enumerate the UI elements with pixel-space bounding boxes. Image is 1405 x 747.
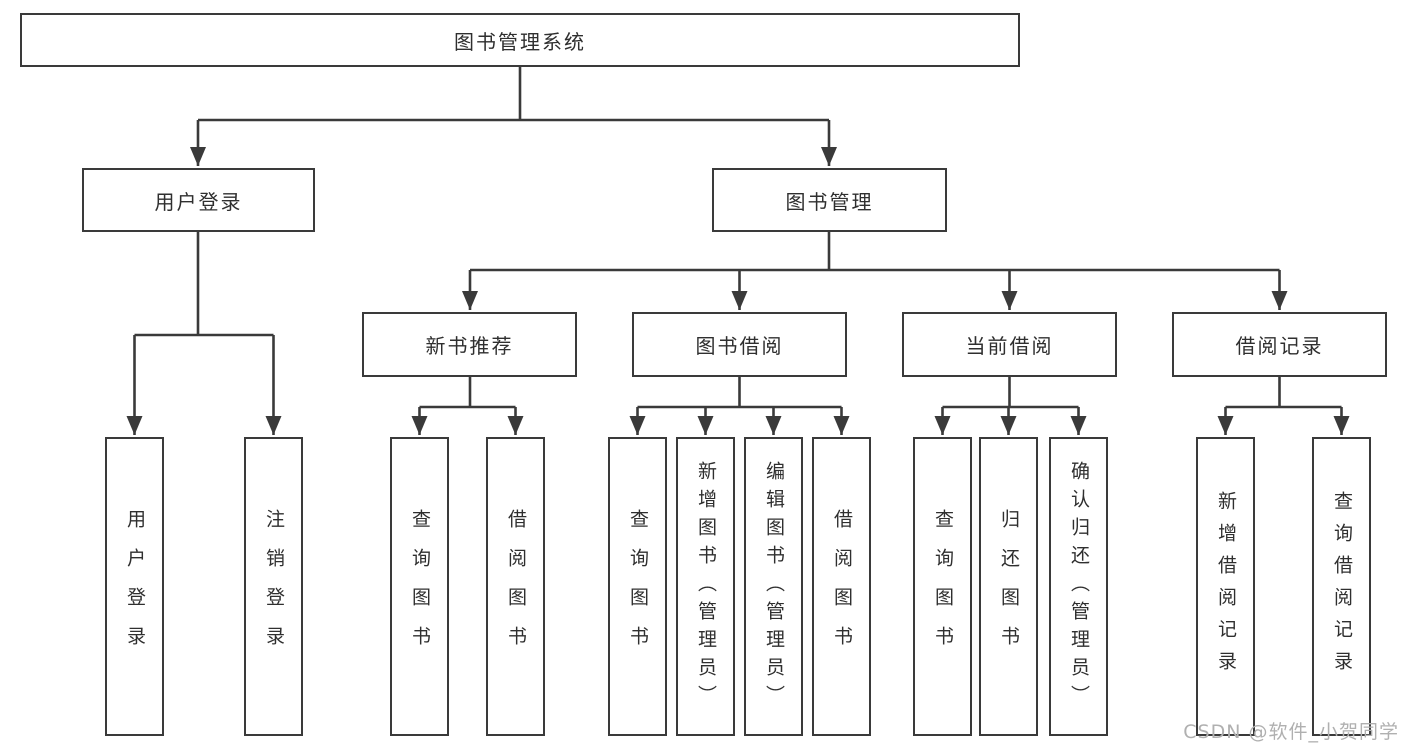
node-current-borrow-label: 当前借阅 (965, 334, 1054, 358)
node-user-login: 用户登录 (82, 168, 315, 232)
leaf-borrow-books-label: 借阅图书 (831, 508, 853, 665)
leaf-query-borrow-record-label: 查询借阅记录 (1331, 490, 1353, 683)
node-book-borrow-label: 图书借阅 (695, 334, 784, 358)
node-root: 图书管理系统 (20, 13, 1020, 67)
leaf-current-query-books-label: 查询图书 (932, 508, 954, 665)
leaf-recommend-query-books-label: 查询图书 (409, 508, 431, 665)
leaf-query-borrow-record: 查询借阅记录 (1312, 437, 1371, 736)
leaf-recommend-query-books: 查询图书 (390, 437, 449, 736)
node-root-label: 图书管理系统 (454, 29, 586, 54)
node-user-login-label: 用户登录 (154, 189, 243, 214)
leaf-confirm-return-admin: 确认归还（管理员） (1049, 437, 1108, 736)
watermark: CSDN @软件_小贺同学 (1183, 721, 1399, 743)
node-new-book-recommend: 新书推荐 (362, 312, 577, 377)
leaf-user-login-label: 用户登录 (124, 508, 146, 665)
leaf-return-book: 归还图书 (979, 437, 1038, 736)
leaf-add-borrow-record: 新增借阅记录 (1196, 437, 1255, 736)
node-borrow-records: 借阅记录 (1172, 312, 1387, 377)
leaf-logout: 注销登录 (244, 437, 303, 736)
leaf-add-borrow-record-label: 新增借阅记录 (1215, 490, 1237, 683)
leaf-recommend-borrow-books-label: 借阅图书 (505, 508, 527, 665)
leaf-return-book-label: 归还图书 (998, 508, 1020, 665)
node-book-borrow: 图书借阅 (632, 312, 847, 377)
leaf-confirm-return-admin-label: 确认归还（管理员） (1068, 460, 1090, 713)
leaf-borrow-query-books: 查询图书 (608, 437, 667, 736)
leaf-logout-label: 注销登录 (263, 508, 285, 665)
node-current-borrow: 当前借阅 (902, 312, 1117, 377)
leaf-edit-book-admin: 编辑图书（管理员） (744, 437, 803, 736)
node-borrow-records-label: 借阅记录 (1235, 334, 1324, 358)
leaf-edit-book-admin-label: 编辑图书（管理员） (763, 460, 785, 713)
leaf-add-book-admin-label: 新增图书（管理员） (695, 460, 717, 713)
node-book-management: 图书管理 (712, 168, 947, 232)
leaf-borrow-books: 借阅图书 (812, 437, 871, 736)
leaf-recommend-borrow-books: 借阅图书 (486, 437, 545, 736)
node-book-management-label: 图书管理 (785, 189, 874, 214)
leaf-current-query-books: 查询图书 (913, 437, 972, 736)
leaf-add-book-admin: 新增图书（管理员） (676, 437, 735, 736)
leaf-borrow-query-books-label: 查询图书 (627, 508, 649, 665)
leaf-user-login: 用户登录 (105, 437, 164, 736)
node-new-book-recommend-label: 新书推荐 (425, 334, 514, 358)
